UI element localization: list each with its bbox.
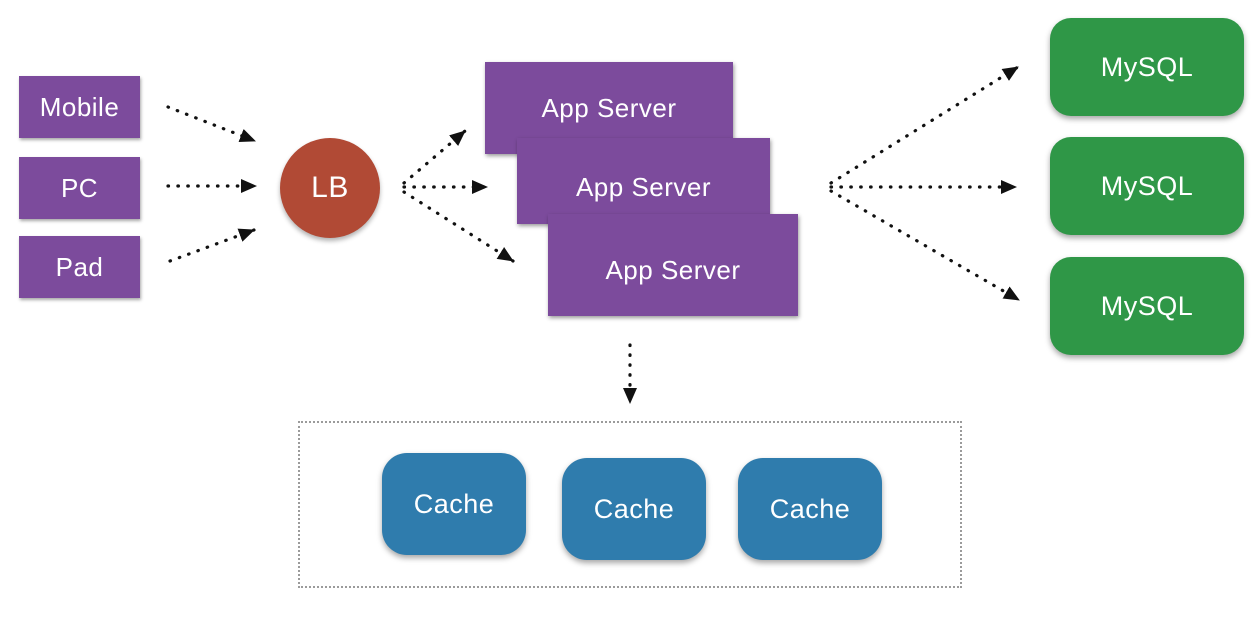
arrow-appservers-to-mysql-1	[829, 65, 1020, 185]
arrow-mobile-to-lb	[166, 105, 257, 143]
cache-cluster-boundary	[298, 421, 962, 588]
load-balancer-node: LB	[280, 138, 380, 238]
client-node-mobile: Mobile	[19, 76, 140, 138]
client-node-pc: PC	[19, 157, 140, 219]
cache-node-3: Cache	[738, 458, 882, 560]
app-server-node-2: App Server	[517, 138, 770, 224]
arrow-appservers-to-mysql-3	[829, 189, 1021, 302]
mysql-node-1: MySQL	[1050, 18, 1244, 116]
app-server-node-3: App Server	[548, 214, 798, 316]
mysql-node-2: MySQL	[1050, 137, 1244, 235]
mysql-node-3: MySQL	[1050, 257, 1244, 355]
arrow-lb-to-appserver-3	[402, 190, 515, 263]
arrow-pad-to-lb	[168, 228, 256, 263]
cache-node-2: Cache	[562, 458, 706, 560]
cache-node-1: Cache	[382, 453, 526, 555]
arrow-lb-to-appserver-1	[402, 129, 467, 185]
client-node-pad: Pad	[19, 236, 140, 298]
